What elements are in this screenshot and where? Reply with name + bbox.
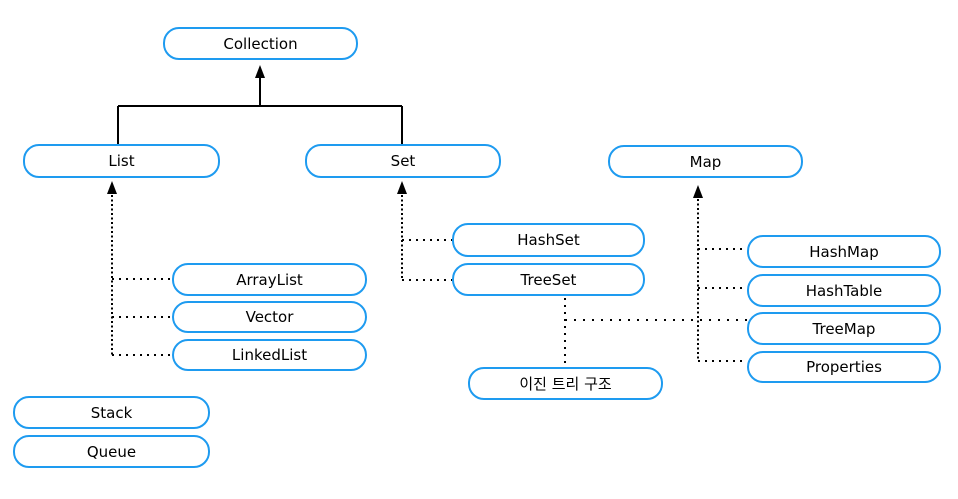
node-collection: Collection	[163, 27, 358, 60]
edge-list-set-to-collection	[117, 65, 403, 144]
edge-hashset-treeset-to-set	[397, 181, 452, 281]
node-properties: Properties	[747, 351, 941, 383]
edge-arraylist-vector-linkedlist-to-list	[107, 181, 172, 356]
node-arraylist: ArrayList	[172, 263, 367, 296]
node-stack: Stack	[13, 396, 210, 429]
node-list: List	[23, 144, 220, 178]
edge-hashmap-hashtable-treemap-properties-to-map	[693, 185, 747, 362]
arrow-up-icon	[397, 181, 407, 194]
arrow-up-icon	[107, 181, 117, 194]
node-map: Map	[608, 145, 803, 178]
node-treeset: TreeSet	[452, 263, 645, 296]
arrow-up-icon	[693, 185, 703, 198]
node-queue: Queue	[13, 435, 210, 468]
node-binary-tree-structure: 이진 트리 구조	[468, 367, 663, 400]
node-hashset: HashSet	[452, 223, 645, 257]
arrow-up-icon	[255, 65, 265, 78]
node-linkedlist: LinkedList	[172, 339, 367, 371]
node-treemap: TreeMap	[747, 312, 941, 345]
node-hashtable: HashTable	[747, 274, 941, 307]
node-set: Set	[305, 144, 501, 178]
node-hashmap: HashMap	[747, 235, 941, 268]
node-vector: Vector	[172, 301, 367, 333]
